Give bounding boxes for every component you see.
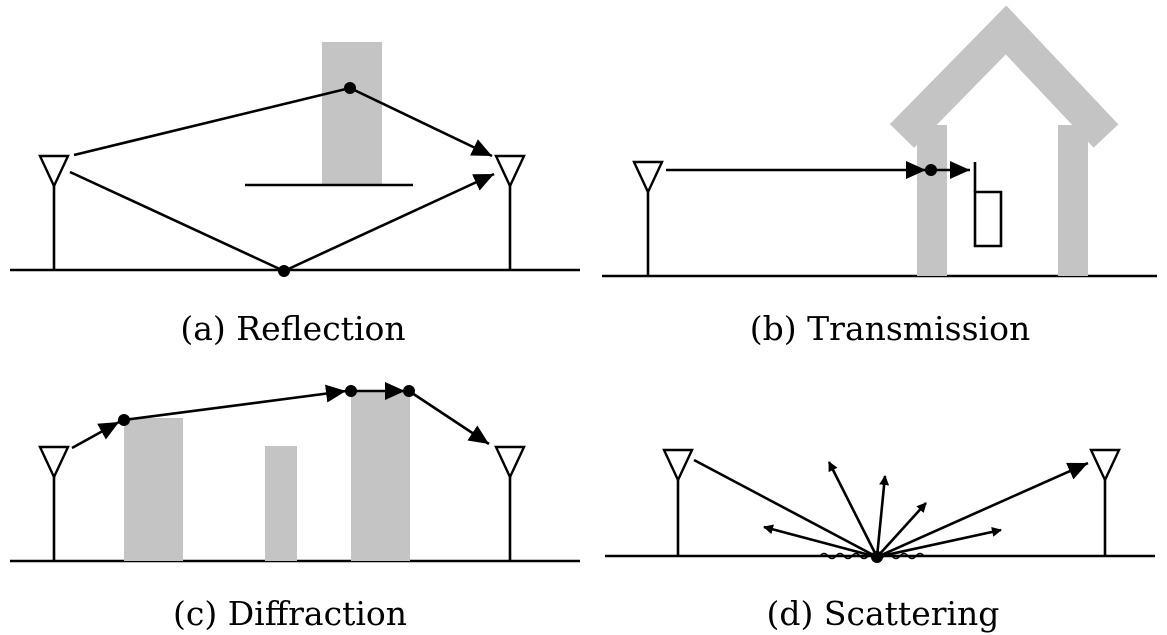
scattered-ray-1 bbox=[763, 524, 878, 559]
diffraction-edge-2 bbox=[345, 385, 357, 397]
caption-d: (d) Scattering bbox=[767, 594, 1000, 633]
scattered-ray-4 bbox=[876, 502, 927, 558]
diffraction-edge-1 bbox=[118, 414, 130, 426]
rx-antenna-icon bbox=[494, 445, 526, 480]
reflected-ray-ground bbox=[283, 172, 495, 273]
scattered-ray-3 bbox=[875, 475, 890, 558]
building bbox=[322, 42, 382, 185]
incident-ray bbox=[693, 458, 878, 559]
ray-edge-1-to-3 bbox=[123, 384, 347, 422]
rx-antenna-icon bbox=[494, 154, 526, 189]
building-1 bbox=[124, 418, 183, 561]
scattered-ray-2 bbox=[827, 461, 879, 558]
house-roof bbox=[889, 5, 1119, 148]
house-wall-left bbox=[917, 125, 947, 276]
tx-antenna-icon bbox=[38, 445, 70, 480]
ray-to-ground bbox=[69, 170, 285, 273]
panel-diffraction: (c) Diffraction bbox=[10, 382, 580, 633]
reflected-ray-building bbox=[349, 86, 493, 158]
reflection-point-ground bbox=[278, 265, 290, 277]
caption-a: (a) Reflection bbox=[180, 309, 405, 348]
tx-antenna-icon bbox=[38, 154, 70, 189]
panel-transmission: (b) Transmission bbox=[602, 5, 1157, 348]
phone-icon bbox=[973, 190, 1003, 248]
scattered-ray-6 bbox=[876, 461, 1089, 559]
ray-to-edge-1 bbox=[71, 420, 120, 450]
caption-c: (c) Diffraction bbox=[173, 594, 407, 633]
panel-scattering: (d) Scattering bbox=[605, 448, 1155, 633]
ray-to-rx bbox=[408, 389, 490, 446]
building-2 bbox=[265, 446, 297, 561]
tx-antenna-icon bbox=[632, 160, 664, 195]
ray-to-building bbox=[73, 86, 351, 157]
scattered-ray-5 bbox=[876, 527, 1002, 559]
scattering-point bbox=[871, 551, 883, 563]
caption-b: (b) Transmission bbox=[750, 309, 1030, 348]
building-3 bbox=[351, 391, 410, 561]
tx-antenna-icon bbox=[662, 448, 694, 483]
rx-antenna-icon bbox=[1089, 448, 1121, 483]
transmission-point bbox=[925, 164, 937, 176]
house-wall-right bbox=[1058, 125, 1088, 276]
diffraction-edge-3 bbox=[403, 385, 415, 397]
panel-reflection: (a) Reflection bbox=[10, 42, 580, 348]
reflection-point-building bbox=[344, 82, 356, 94]
